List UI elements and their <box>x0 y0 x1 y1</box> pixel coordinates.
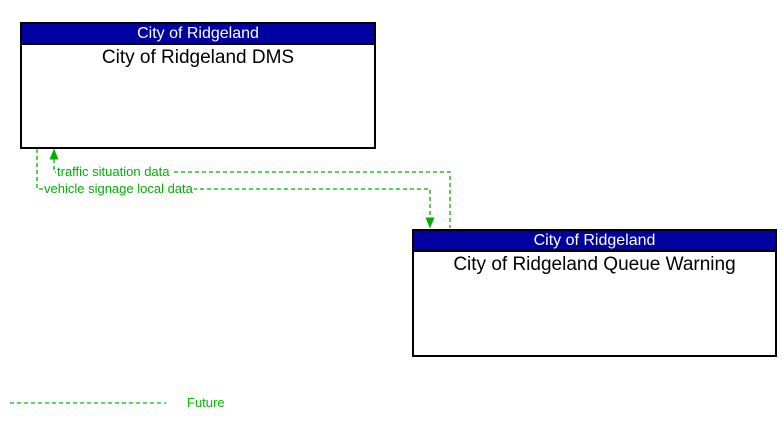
entity-box-queue-warning[interactable]: City of Ridgeland City of Ridgeland Queu… <box>412 229 777 357</box>
flow-label-traffic-situation-data[interactable]: traffic situation data <box>56 164 171 179</box>
entity-header-queue-warning: City of Ridgeland <box>414 231 775 252</box>
entity-header-dms: City of Ridgeland <box>22 24 374 45</box>
legend-future-label: Future <box>187 395 225 410</box>
flow-label-vehicle-signage-local-data[interactable]: vehicle signage local data <box>43 181 194 196</box>
entity-title-dms: City of Ridgeland DMS <box>101 47 295 68</box>
entity-box-dms[interactable]: City of Ridgeland City of Ridgeland DMS <box>20 22 376 149</box>
arrowhead-down-icon <box>425 217 435 229</box>
entity-title-queue-warning: City of Ridgeland Queue Warning <box>453 254 736 275</box>
arrowhead-up-icon <box>49 148 59 160</box>
